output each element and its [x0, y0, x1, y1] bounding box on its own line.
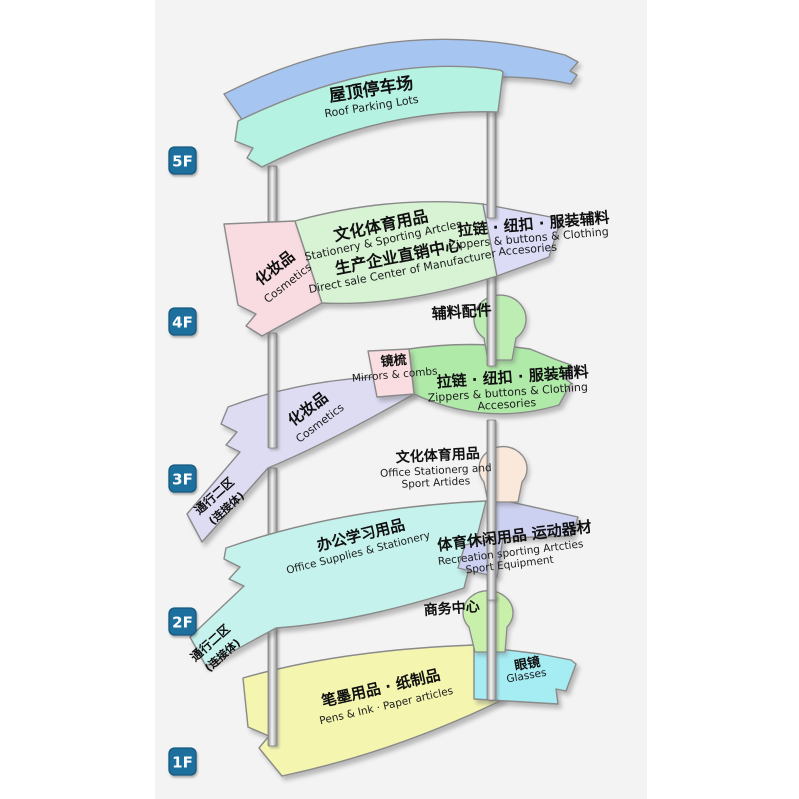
- support-pole-right-seg2: [486, 419, 497, 601]
- floor-1f: [242, 644, 577, 777]
- badge-3f: [168, 464, 197, 493]
- badge-3f-label: 3F: [172, 471, 193, 489]
- floor-badges: 5F 4F 3F 2F 1F: [168, 146, 197, 776]
- section-zippers-3f: [408, 343, 572, 415]
- badge-2f-label: 2F: [172, 614, 193, 632]
- section-glasses: [473, 645, 577, 705]
- label-stationery-3f-en2: Sport Artides: [401, 475, 470, 491]
- section-cosmetics-3f: [186, 375, 415, 543]
- badge-1f-label: 1F: [172, 754, 193, 772]
- badge-2f: [168, 607, 197, 636]
- label-zippers-3f-en2: Accesories: [477, 396, 537, 413]
- badge-4f-label: 4F: [172, 314, 193, 332]
- section-mirrors-combs: [367, 348, 415, 398]
- support-pole-left-seg1: [267, 625, 278, 747]
- section-zippers-4f: [482, 203, 562, 277]
- section-roof-parking: [234, 65, 504, 168]
- label-stationery-3f-zh: 文化体育用品: [395, 445, 480, 466]
- badge-4f: [168, 307, 197, 336]
- support-pole-left-seg3: [267, 332, 278, 449]
- badge-1f: [168, 747, 197, 776]
- label-stationery-3f-en1: Office Stationerg and: [380, 462, 492, 480]
- label-glasses-zh: 眼镜: [513, 654, 541, 674]
- section-office-supplies: [189, 500, 487, 667]
- label-accessories-zh: 辅料配件: [431, 301, 492, 323]
- floor-3f: [186, 343, 572, 543]
- support-pole-right-seg4: [486, 109, 497, 219]
- label-mirrors-zh: 镜梳: [380, 352, 407, 370]
- badge-5f-label: 5F: [172, 153, 193, 171]
- label-business-center-zh: 商务中心: [423, 598, 480, 619]
- label-zippers-4f-en2: Accesories: [498, 240, 558, 258]
- floor-4f: [223, 201, 562, 337]
- support-pole-right-seg1: [486, 594, 497, 701]
- support-pole-left-seg2: [267, 467, 278, 541]
- badge-5f: [168, 146, 197, 175]
- floor-5f: [223, 38, 579, 168]
